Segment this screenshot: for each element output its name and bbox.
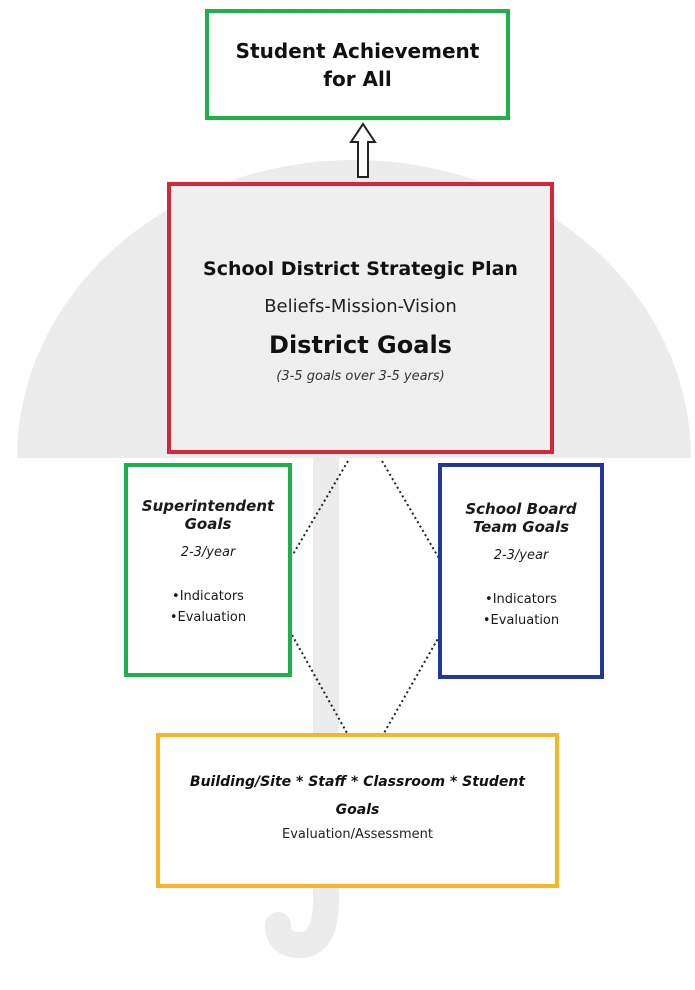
connector-lines	[291, 460, 441, 734]
school-board-bullet-evaluation: •Evaluation	[482, 613, 560, 628]
connector-plan-to-board	[381, 460, 441, 561]
connector-superintendent-to-building	[291, 634, 348, 734]
school-board-title-line1: School Board	[465, 500, 577, 518]
school-board-goals-box: School Board Team Goals 2-3/year •Indica…	[438, 463, 604, 679]
superintendent-bullet-indicators: •Indicators	[172, 589, 244, 604]
school-board-title-line2: Team Goals	[472, 518, 570, 536]
student-achievement-line1: Student Achievement	[235, 38, 480, 63]
superintendent-bullets: •Indicators •Evaluation	[170, 586, 246, 628]
superintendent-title-line1: Superintendent	[141, 497, 275, 515]
building-title-line2: Goals	[335, 802, 380, 818]
district-goals-note: (3-5 goals over 3-5 years)	[276, 369, 445, 384]
school-board-frequency: 2-3/year	[493, 548, 549, 563]
umbrella-handle	[265, 447, 339, 959]
school-board-bullets: •Indicators •Evaluation	[483, 589, 559, 631]
school-board-bullet-indicators: •Indicators	[485, 592, 557, 607]
strategic-plan-subtitle: Beliefs-Mission-Vision	[264, 296, 457, 317]
strategic-plan-title: School District Strategic Plan	[203, 258, 518, 280]
student-achievement-box: Student Achievement for All	[205, 9, 510, 120]
building-subtitle: Evaluation/Assessment	[282, 827, 433, 842]
connector-plan-to-superintendent	[291, 460, 349, 557]
up-arrow-icon	[349, 122, 377, 178]
building-title-line1: Building/Site * Staff * Classroom * Stud…	[189, 774, 526, 790]
superintendent-frequency: 2-3/year	[180, 545, 236, 560]
building-goals-box: Building/Site * Staff * Classroom * Stud…	[156, 733, 559, 888]
superintendent-goals-box: Superintendent Goals 2-3/year •Indicator…	[124, 463, 292, 677]
superintendent-title-line2: Goals	[184, 515, 232, 533]
connector-board-to-building	[383, 634, 441, 734]
strategic-plan-box: School District Strategic Plan Beliefs-M…	[167, 182, 554, 454]
district-goals-heading: District Goals	[269, 331, 452, 359]
superintendent-bullet-evaluation: •Evaluation	[169, 610, 247, 625]
student-achievement-line2: for All	[323, 66, 392, 91]
